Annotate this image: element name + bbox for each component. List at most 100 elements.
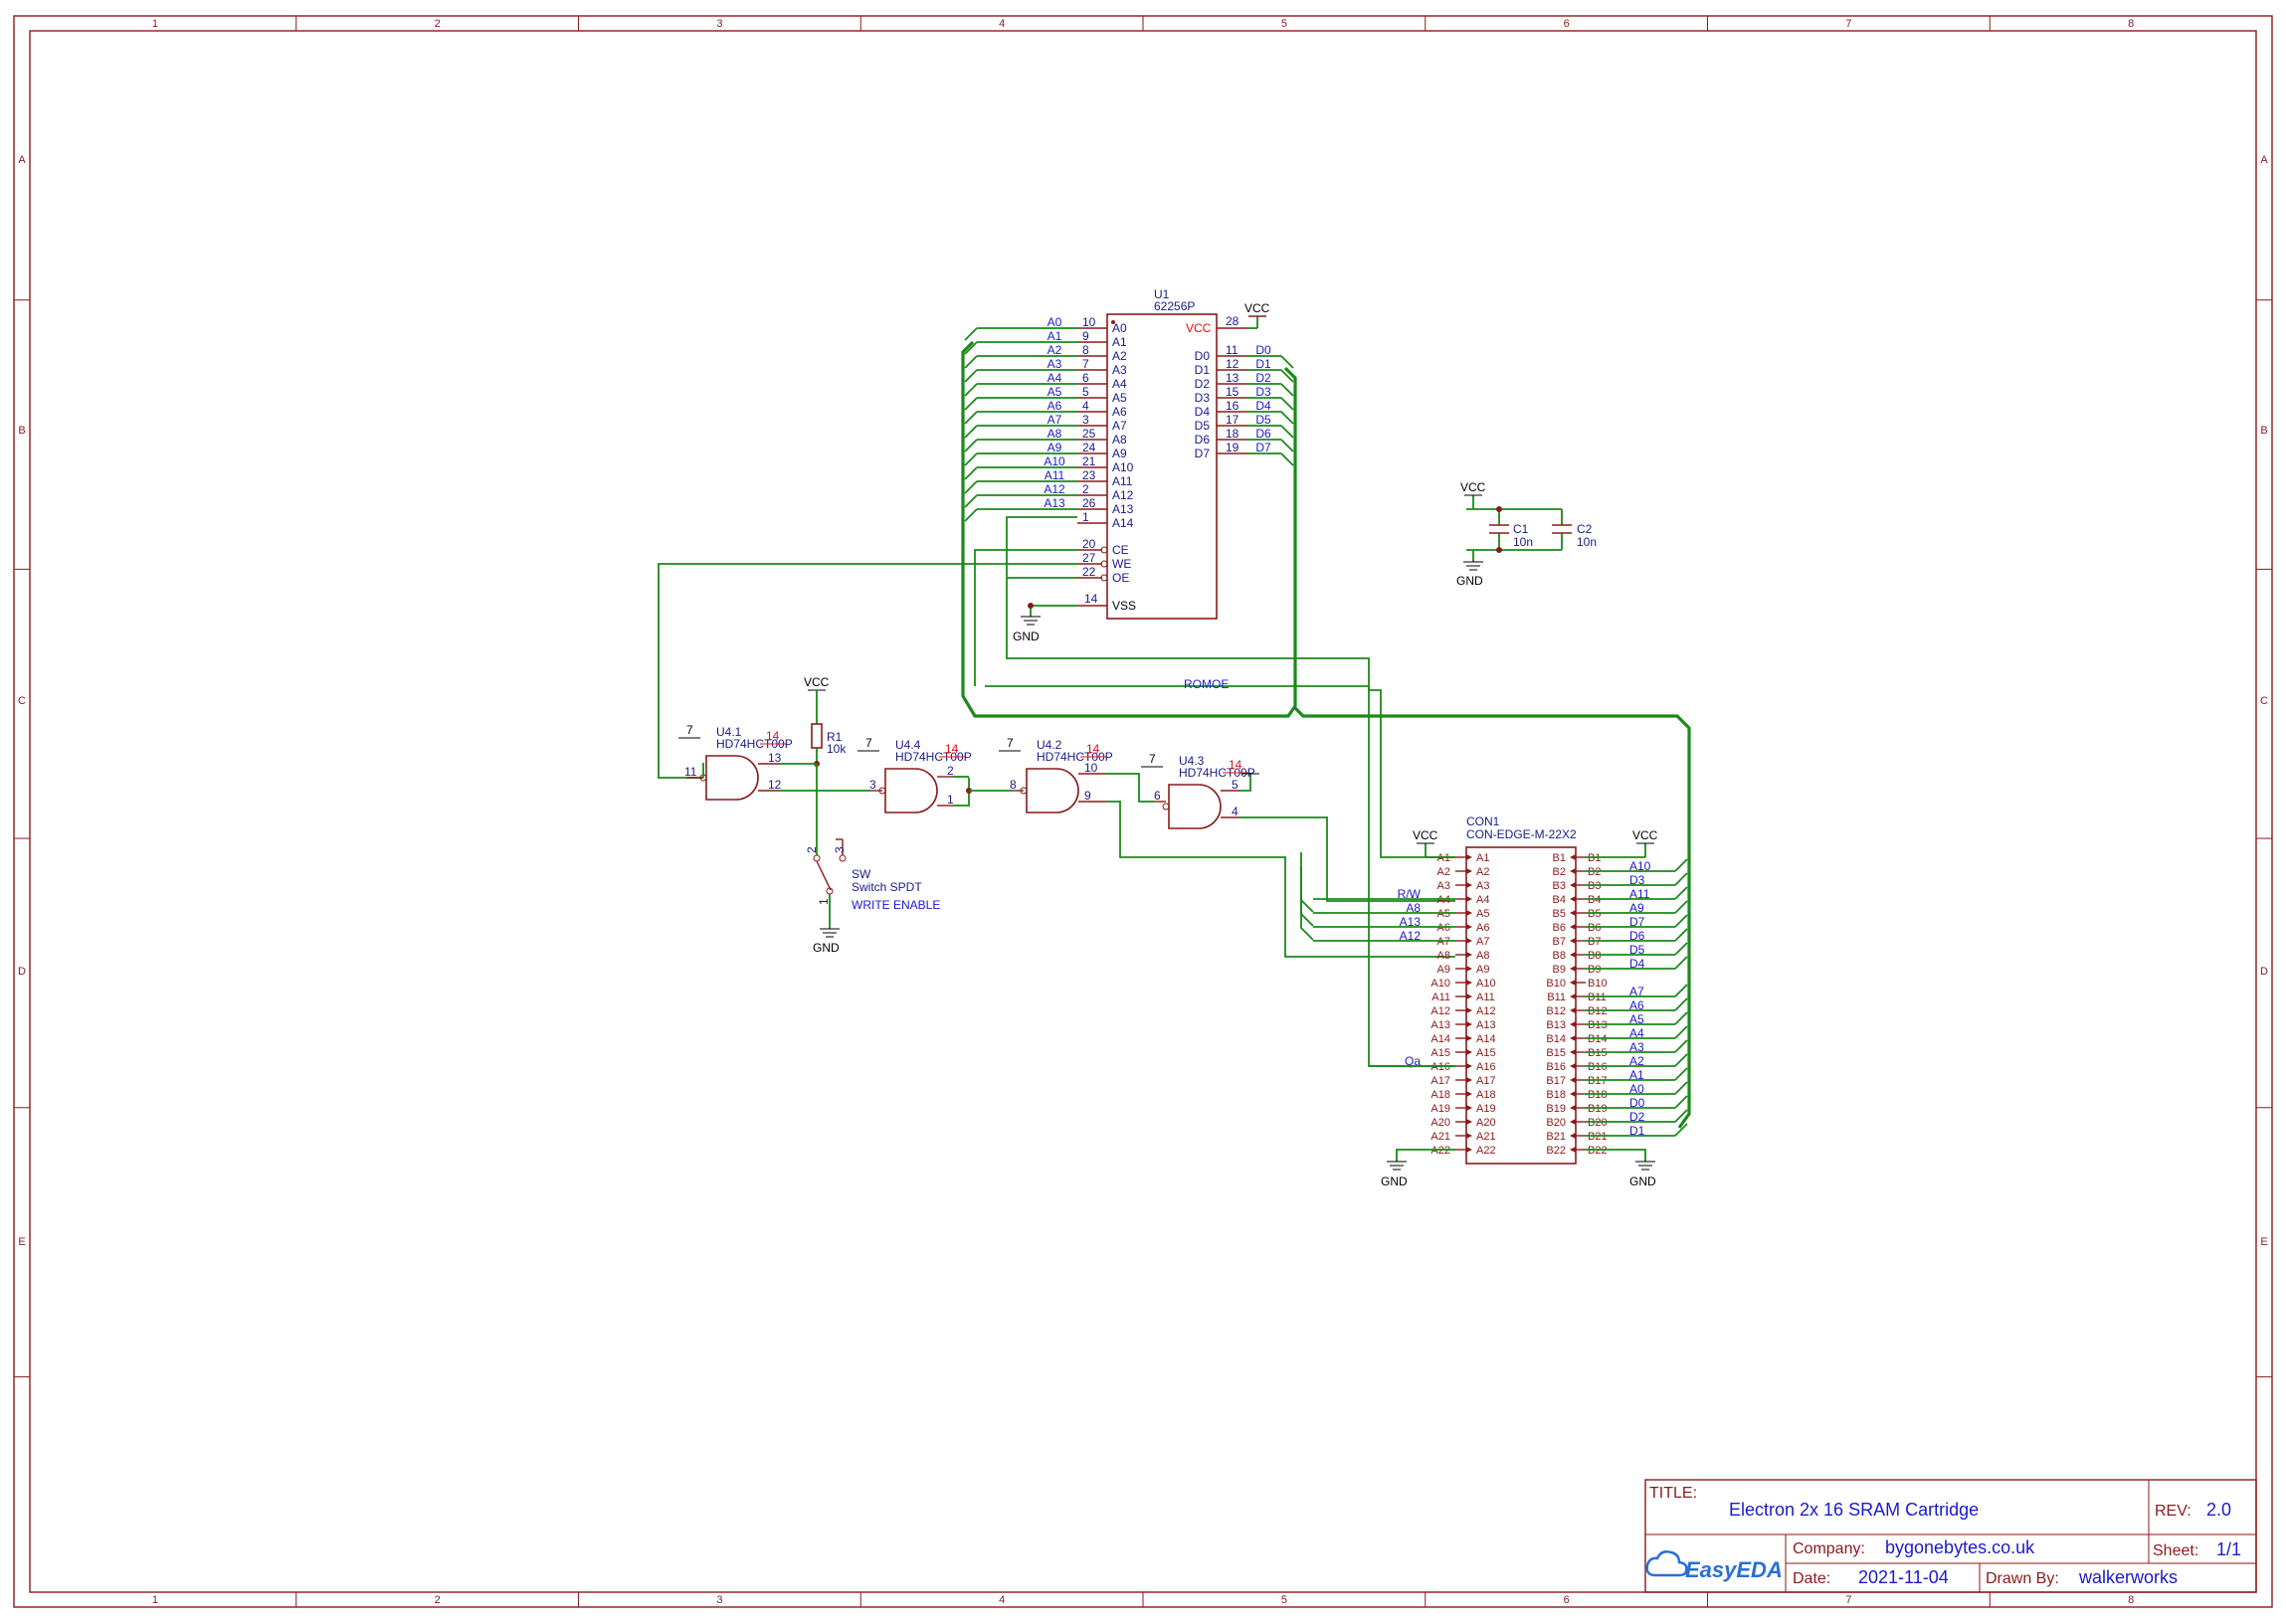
con1-net-right-14: A4: [1629, 1026, 1644, 1040]
con1-net-left-5: A8: [1406, 901, 1421, 915]
con1-pin-B3: B3: [1553, 880, 1566, 892]
u1-net-A2: A2: [1048, 343, 1062, 357]
u1-pin-num-OE: 22: [1082, 565, 1096, 579]
frame-row-right-D: D: [2260, 966, 2268, 978]
con1-pin-outer-A16: A16: [1430, 1061, 1450, 1073]
address-bus: [961, 327, 1691, 1137]
con1-designator: CON1: [1466, 814, 1500, 828]
u1-pin-vcc-num: 28: [1226, 314, 1239, 328]
u1-net-A13: A13: [1044, 496, 1065, 510]
u1-pin-num-D3: 15: [1226, 385, 1239, 399]
u1-pin-num-WE: 27: [1082, 551, 1096, 565]
con1-pin-outer-B11: B11: [1588, 992, 1607, 1003]
u1-pin-name-D2: D2: [1195, 377, 1211, 391]
con1-pin-outer-A14: A14: [1430, 1033, 1450, 1045]
con1-pin-A22: A22: [1476, 1145, 1496, 1157]
decoupling-caps: VCC GND C1 10n C2 10n: [1456, 480, 1597, 588]
con1-pin-outer-B7: B7: [1588, 936, 1601, 948]
con1-pin-B13: B13: [1546, 1019, 1566, 1031]
con1-pin-outer-A6: A6: [1437, 922, 1450, 934]
u1-net-A12: A12: [1044, 482, 1065, 496]
con1-pin-B2: B2: [1553, 866, 1566, 878]
con1-pin-outer-A13: A13: [1430, 1019, 1450, 1031]
u1-net-A7: A7: [1048, 413, 1062, 427]
con1-pin-outer-A18: A18: [1430, 1089, 1450, 1101]
u1-net-A9: A9: [1048, 441, 1062, 454]
romoe-net-label: ROMOE: [1184, 677, 1229, 691]
frame-col-bottom-5: 5: [1281, 1594, 1287, 1606]
u1-pin-name-CE: CE: [1112, 543, 1129, 557]
rev-label: REV:: [2155, 1503, 2191, 1520]
con1-pin-outer-A11: A11: [1431, 992, 1450, 1003]
u1-pin-name-A11: A11: [1112, 474, 1133, 488]
title-label: TITLE:: [1649, 1485, 1697, 1502]
u1-pin-num-A3: 7: [1082, 357, 1089, 371]
con1-pin-outer-B12: B12: [1588, 1005, 1608, 1017]
u1-pin-num-A14: 1: [1082, 510, 1089, 524]
u1-pin-num-A13: 26: [1082, 496, 1096, 510]
sheet-label: Sheet:: [2153, 1542, 2198, 1559]
con1-gnd-left-label: GND: [1381, 1174, 1408, 1188]
sw-pin3: 3: [833, 846, 847, 853]
con1-pin-outer-A2: A2: [1437, 866, 1450, 878]
frame-col-top-7: 7: [1845, 18, 1851, 30]
con1-pin-outer-B15: B15: [1588, 1047, 1608, 1059]
frame-row-right-E: E: [2260, 1236, 2267, 1248]
con1-pin-B7: B7: [1553, 936, 1566, 948]
u1-vcc-label: VCC: [1244, 301, 1270, 315]
con1-pin-A19: A19: [1476, 1103, 1496, 1115]
frame-col-top-2: 2: [435, 18, 441, 30]
u1-pin-name-OE: OE: [1112, 571, 1129, 585]
outer-frame: [13, 15, 2273, 1608]
con1-pin-outer-A9: A9: [1437, 964, 1450, 976]
u1-pin-num-A10: 21: [1082, 454, 1096, 468]
u44-pin-p_in: 3: [869, 778, 876, 792]
con1-net-right-9: D4: [1629, 957, 1645, 971]
u1-pin-name-A8: A8: [1112, 433, 1127, 447]
u1-net-D7: D7: [1255, 441, 1271, 454]
con1-net-right-15: A3: [1629, 1040, 1644, 1054]
con1-pin-outer-B14: B14: [1588, 1033, 1608, 1045]
write-enable-switch[interactable]: GND 2 3 1 SW Switch SPDT WRITE ENABLE: [805, 764, 940, 955]
drawing-title: Electron 2x 16 SRAM Cartridge: [1729, 1500, 1979, 1520]
gate-wiring: [702, 763, 1455, 958]
con1-pin-A11: A11: [1476, 992, 1495, 1003]
u1-pin-name-A3: A3: [1112, 363, 1127, 377]
con1-pin-A18: A18: [1476, 1089, 1496, 1101]
u1-net-A4: A4: [1048, 371, 1062, 385]
con1-pin-A14: A14: [1476, 1033, 1496, 1045]
u1-gnd: GND: [1013, 603, 1077, 643]
frame-col-bottom-2: 2: [435, 1594, 441, 1606]
con1-net-right-13: A5: [1629, 1012, 1644, 1026]
sheet-value: 1/1: [2216, 1539, 2241, 1559]
sw-part: Switch SPDT: [852, 880, 922, 894]
con1-pin-B18: B18: [1546, 1089, 1566, 1101]
u43-pin-p_o1: 5: [1232, 778, 1238, 792]
u41-gnd-pin: 7: [686, 723, 693, 737]
sw-pin1: 1: [817, 898, 831, 905]
sw-designator: SW: [852, 867, 871, 881]
company-value: bygonebytes.co.uk: [1885, 1537, 2035, 1557]
con1-net-right-2: A10: [1629, 859, 1651, 873]
u43-part: HD74HCT00P: [1179, 766, 1255, 780]
u1-pin-name-WE: WE: [1112, 557, 1131, 571]
con1-pin-outer-A19: A19: [1430, 1103, 1450, 1115]
r1-value: 10k: [827, 742, 847, 756]
u1-pin-name-A1: A1: [1112, 335, 1127, 349]
con1-pin-outer-B4: B4: [1588, 894, 1601, 906]
u1-net-A1: A1: [1048, 329, 1062, 343]
drawn-by-value: walkerworks: [2078, 1567, 2178, 1587]
u1-pin-num-A2: 8: [1082, 343, 1089, 357]
c1-value: 10n: [1513, 535, 1533, 549]
easyeda-logo-text: EasyEDA: [1685, 1557, 1783, 1582]
rev-value: 2.0: [2206, 1500, 2231, 1520]
u1-net-A3: A3: [1048, 357, 1062, 371]
con1-pin-outer-B20: B20: [1588, 1117, 1608, 1129]
con1-pin-B1: B1: [1553, 852, 1566, 864]
u43-vcc-pin: 14: [1229, 758, 1242, 772]
